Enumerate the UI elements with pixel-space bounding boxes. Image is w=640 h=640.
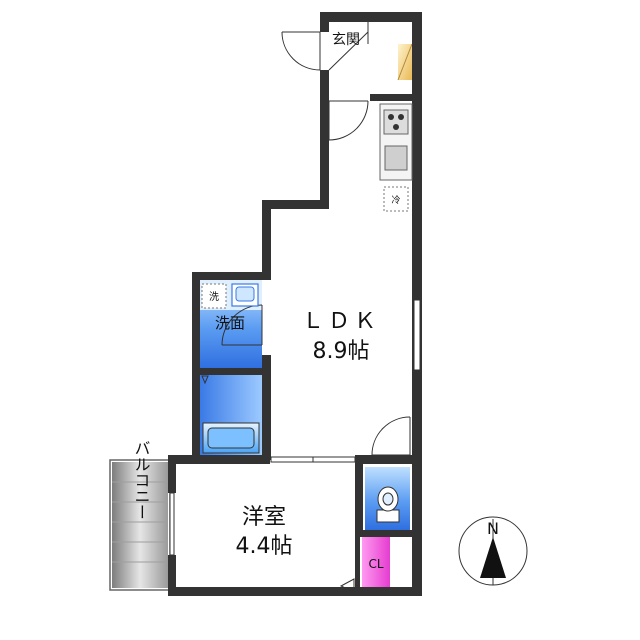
- windows: [169, 299, 421, 556]
- compass-arrow-icon: [480, 537, 506, 578]
- fridge-label: 冷: [391, 194, 400, 206]
- entrance-label: 玄関: [332, 31, 360, 48]
- fridge-space: [383, 186, 409, 212]
- compass: N: [458, 516, 528, 586]
- bedroom-size-label: 4.4帖: [236, 534, 293, 559]
- washing-machine-space: [201, 283, 227, 309]
- compass-north-label: N: [487, 519, 499, 538]
- washroom-label: 洗面: [215, 314, 245, 332]
- balcony-label: バルコニー: [132, 440, 151, 520]
- closet-floor: [362, 537, 390, 587]
- washer-label: 洗: [209, 291, 219, 303]
- doors: [221, 31, 411, 456]
- kitchen-sink: [384, 145, 408, 171]
- balcony-floor: [112, 462, 168, 588]
- stove: [383, 109, 409, 135]
- bedroom-label: 洋室: [242, 505, 286, 530]
- closet-label: CL: [368, 557, 383, 571]
- kitchen-counter: [379, 103, 413, 181]
- ldk-label: ＬＤＫ: [302, 309, 380, 334]
- toilet-bowl: [376, 486, 400, 523]
- ldk-size-label: 8.9帖: [313, 339, 370, 364]
